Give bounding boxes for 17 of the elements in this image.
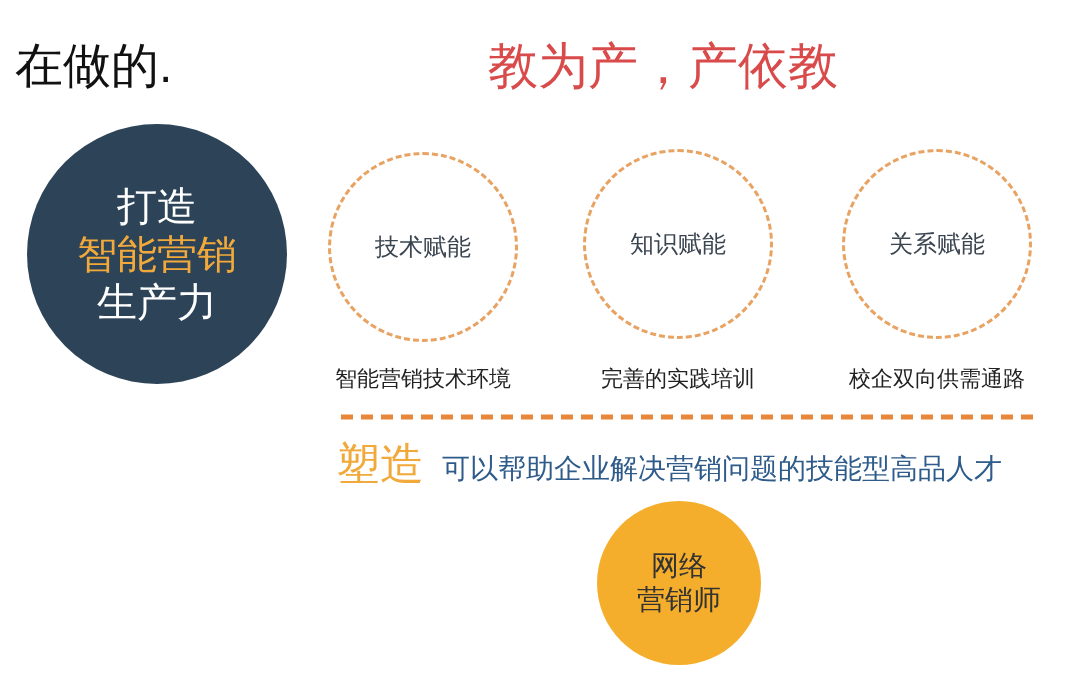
circle-label: 技术赋能 [375,232,471,262]
circle-label: 知识赋能 [630,229,726,259]
circle-text: 智能营销 [77,231,237,278]
circle-label: 网络营销师 [637,549,721,617]
caption-text: 完善的实践培训 [601,366,755,393]
page-title: 在做的. [15,38,173,94]
circle-text: 生产力 [97,279,217,326]
slogan-heading: 教为产，产依教 [488,37,838,96]
caption-text: 智能营销技术环境 [335,366,511,393]
description-text: 可以帮助企业解决营销问题的技能型高品人才 [442,452,1002,486]
dashed-circle [583,149,773,339]
caption-text: 校企双向供需通路 [849,366,1025,393]
dashed-circle [328,152,518,342]
emphasis-word: 塑造 [336,438,424,490]
circle-label: 关系赋能 [889,229,985,259]
circle-text: 打造 [117,183,197,230]
dashed-circle [842,149,1032,339]
